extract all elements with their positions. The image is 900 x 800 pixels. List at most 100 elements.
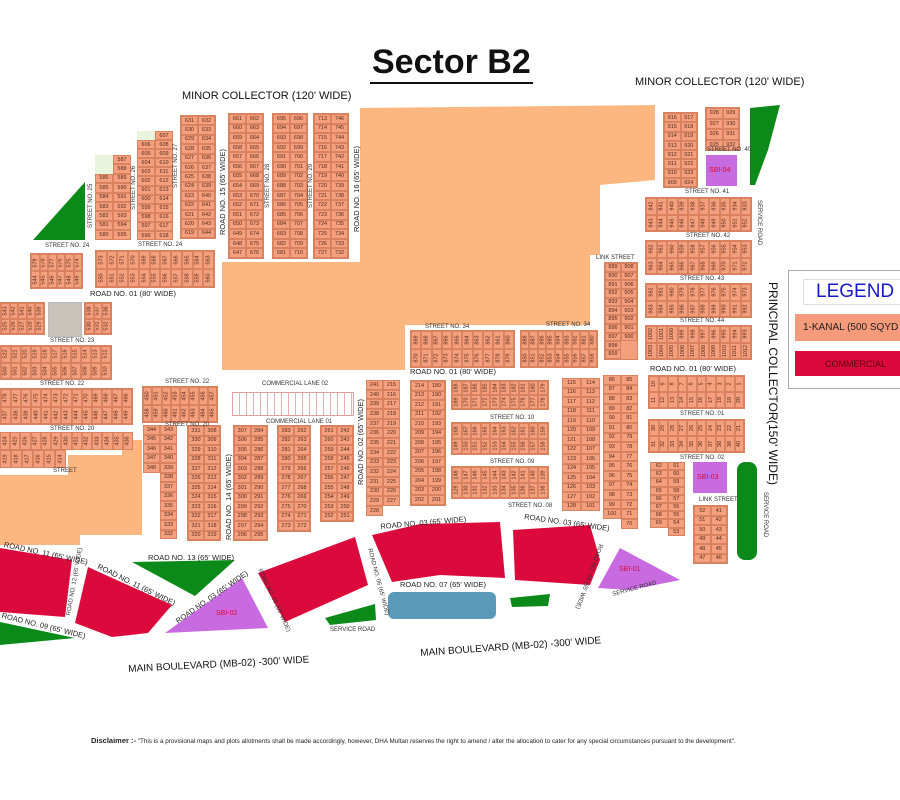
plot[interactable]: 580: [95, 230, 113, 240]
plot[interactable]: 61: [667, 462, 685, 471]
plot[interactable]: 150: [461, 438, 472, 454]
plot[interactable]: 672: [246, 209, 263, 220]
plot[interactable]: 36: [696, 436, 706, 452]
plot[interactable]: 445: [81, 406, 92, 424]
plot[interactable]: 934: [730, 198, 741, 215]
plot[interactable]: 188: [452, 381, 462, 395]
plot[interactable]: 319: [204, 530, 220, 540]
plot[interactable]: 602: [137, 176, 155, 186]
plot[interactable]: 943: [646, 214, 657, 231]
plot[interactable]: 134: [499, 482, 510, 498]
plot[interactable]: 860: [503, 331, 514, 349]
plot[interactable]: 103: [581, 482, 600, 492]
plot[interactable]: 189: [428, 381, 445, 391]
plot[interactable]: 974: [730, 284, 741, 301]
plot[interactable]: 66: [650, 494, 668, 503]
plot[interactable]: 85: [620, 375, 638, 385]
plot[interactable]: 872: [431, 349, 442, 367]
plot[interactable]: 309: [204, 435, 220, 445]
plot[interactable]: 457: [207, 387, 217, 405]
plot[interactable]: 727: [314, 248, 331, 258]
plot[interactable]: 2: [725, 376, 735, 392]
plot[interactable]: 931: [722, 129, 739, 140]
plot[interactable]: 346: [143, 444, 160, 454]
plot[interactable]: 51: [694, 515, 711, 525]
plot[interactable]: 703: [290, 181, 307, 191]
plot[interactable]: 972: [740, 257, 751, 274]
plot[interactable]: 321: [188, 521, 204, 531]
plot[interactable]: 428: [40, 432, 52, 450]
plot[interactable]: 167: [461, 423, 472, 439]
plot[interactable]: 912: [664, 150, 681, 160]
plot[interactable]: 970: [719, 257, 730, 274]
plot[interactable]: 715: [314, 133, 331, 143]
plot[interactable]: 264: [294, 445, 310, 455]
plot[interactable]: 1003: [646, 342, 657, 359]
plot[interactable]: 641: [198, 200, 215, 210]
plot[interactable]: 976: [709, 284, 720, 301]
plot[interactable]: 516: [61, 346, 71, 363]
plot[interactable]: 514: [81, 346, 91, 363]
plot[interactable]: 303: [234, 464, 251, 474]
plot[interactable]: 332: [160, 529, 177, 539]
plot[interactable]: 718: [314, 161, 331, 172]
plot[interactable]: 437: [1, 406, 12, 424]
plot[interactable]: 70: [620, 518, 638, 529]
plot[interactable]: 269: [294, 492, 310, 502]
plot[interactable]: 985: [667, 300, 678, 317]
plot[interactable]: 307: [234, 426, 251, 436]
plot[interactable]: 426: [20, 432, 31, 450]
plot[interactable]: 504: [41, 362, 51, 379]
plot[interactable]: 559: [192, 269, 204, 287]
plot[interactable]: 450: [143, 387, 153, 405]
plot[interactable]: 163: [499, 423, 510, 439]
plot[interactable]: 345: [143, 434, 160, 444]
plot[interactable]: 953: [740, 241, 751, 258]
plot[interactable]: 281: [278, 445, 294, 455]
plot[interactable]: 82: [620, 403, 638, 414]
plot[interactable]: 866: [441, 331, 453, 349]
plot[interactable]: 975: [719, 284, 730, 301]
plot[interactable]: 515: [71, 346, 81, 363]
plot[interactable]: 942: [646, 198, 657, 215]
plot[interactable]: 1011: [730, 342, 741, 359]
plot[interactable]: 993: [740, 326, 751, 343]
plot[interactable]: 870: [411, 349, 422, 367]
plot[interactable]: 550: [96, 269, 107, 287]
plot[interactable]: 266: [294, 464, 310, 474]
plot[interactable]: 911: [664, 159, 681, 169]
plot[interactable]: 249: [337, 492, 353, 502]
plot[interactable]: 853: [546, 349, 555, 367]
plot[interactable]: 949: [709, 214, 720, 231]
plot[interactable]: 935: [719, 198, 730, 215]
plot[interactable]: 955: [719, 241, 730, 258]
plot[interactable]: 723: [314, 209, 331, 220]
plot[interactable]: 624: [181, 181, 198, 192]
plot[interactable]: 526: [9, 318, 19, 334]
plot[interactable]: 425: [10, 432, 21, 450]
plot[interactable]: 633: [198, 125, 215, 135]
plot[interactable]: 960: [667, 241, 678, 258]
plot[interactable]: 597: [137, 221, 155, 232]
plot[interactable]: 323: [188, 502, 204, 512]
plot[interactable]: 476: [21, 389, 32, 407]
plot[interactable]: 39: [725, 436, 735, 452]
plot[interactable]: 76: [620, 461, 638, 471]
plot[interactable]: 952: [740, 214, 751, 231]
plot[interactable]: 1004: [656, 342, 667, 359]
plot[interactable]: 214: [411, 381, 428, 391]
plot[interactable]: 973: [740, 284, 751, 301]
plot[interactable]: 629: [181, 134, 198, 145]
plot[interactable]: 687: [273, 190, 290, 201]
plot[interactable]: 577: [48, 254, 57, 271]
plot[interactable]: 997: [698, 326, 709, 343]
plot[interactable]: 572: [106, 251, 118, 269]
plot[interactable]: 17: [706, 392, 716, 408]
plot[interactable]: 416: [33, 450, 44, 468]
plot[interactable]: 308: [204, 426, 220, 436]
plot[interactable]: 37: [706, 436, 716, 452]
plot[interactable]: 560: [203, 269, 215, 287]
plot[interactable]: 892: [605, 289, 621, 298]
plot[interactable]: 447: [101, 406, 112, 424]
plot[interactable]: 463: [189, 404, 199, 422]
